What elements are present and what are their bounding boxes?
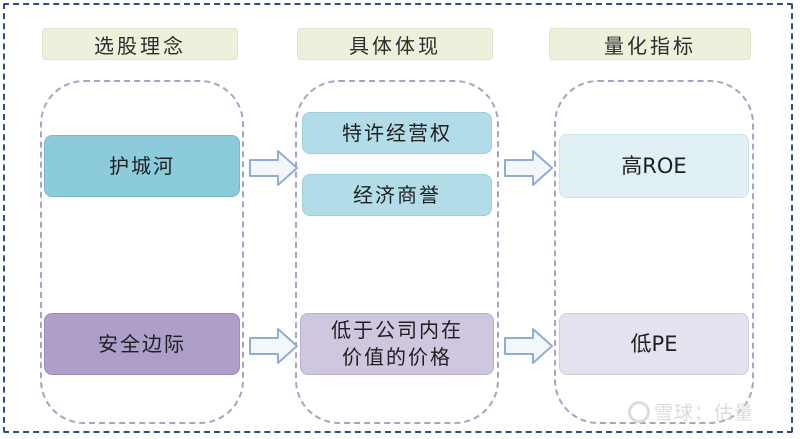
snowball-logo-icon bbox=[628, 401, 650, 423]
low-pe-box: 低PE bbox=[559, 313, 749, 375]
header-manifestation: 具体体现 bbox=[297, 28, 493, 60]
undervalued-price-label: 低于公司内在价值的价格 bbox=[331, 318, 463, 369]
franchise-box: 特许经营权 bbox=[302, 112, 492, 154]
watermark-text: 雪球：估量 bbox=[654, 402, 755, 424]
right-arrow-icon bbox=[249, 150, 298, 186]
column-manifestation bbox=[295, 80, 499, 424]
column-concept bbox=[40, 80, 244, 424]
header-concept: 选股理念 bbox=[42, 28, 238, 60]
right-arrow-icon bbox=[249, 328, 298, 364]
header-metric: 量化指标 bbox=[549, 28, 751, 60]
goodwill-box: 经济商誉 bbox=[302, 174, 492, 216]
right-arrow-icon bbox=[504, 328, 553, 364]
watermark: 雪球：估量 bbox=[628, 398, 754, 425]
outer-frame bbox=[3, 3, 793, 433]
undervalued-price-box: 低于公司内在价值的价格 bbox=[300, 313, 494, 375]
high-roe-box: 高ROE bbox=[559, 134, 749, 198]
margin-of-safety-box: 安全边际 bbox=[44, 313, 240, 375]
right-arrow-icon bbox=[504, 150, 553, 186]
column-metric bbox=[554, 80, 754, 424]
moat-box: 护城河 bbox=[44, 135, 240, 197]
